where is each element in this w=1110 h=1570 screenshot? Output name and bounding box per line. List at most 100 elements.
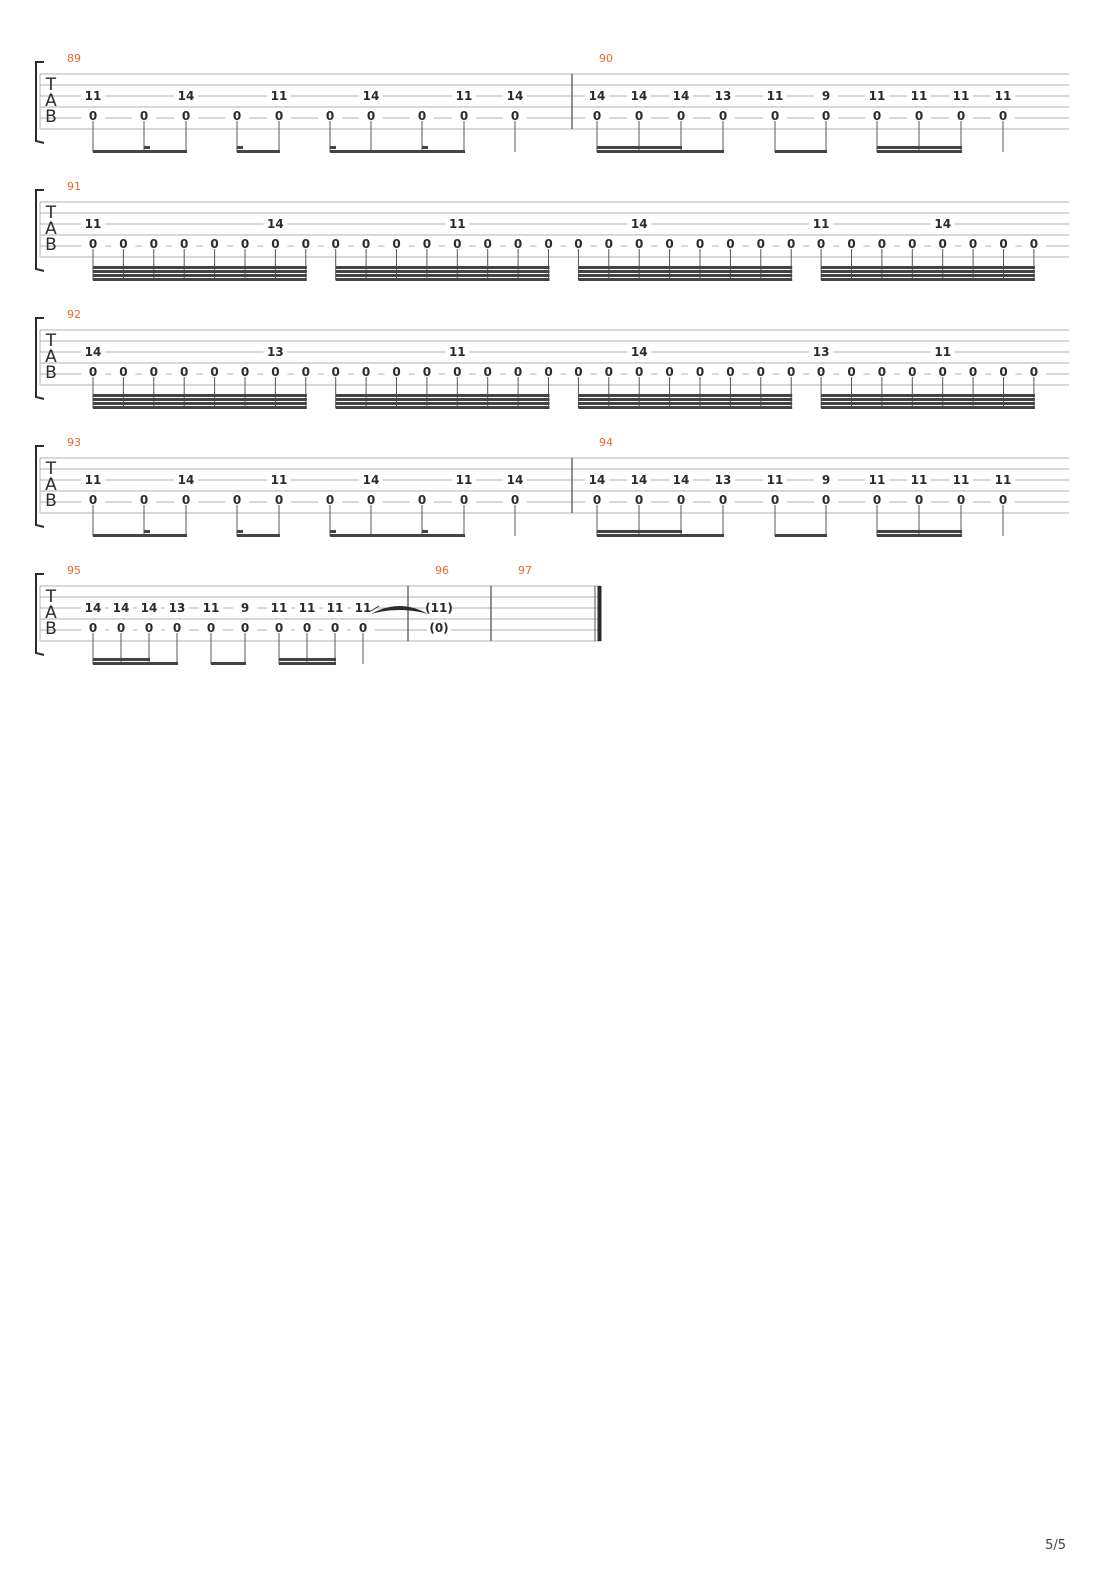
beam-secondary bbox=[245, 270, 277, 273]
fret-mask bbox=[503, 493, 527, 507]
beam-secondary bbox=[912, 394, 944, 397]
beam-secondary bbox=[608, 394, 641, 397]
measure-number: 97 bbox=[518, 564, 532, 577]
fret-number-string3: 0 bbox=[635, 493, 643, 507]
tab-clef-letter: T bbox=[45, 331, 57, 351]
fret-number-string3: (0) bbox=[429, 621, 448, 635]
fret-mask bbox=[81, 472, 105, 486]
fret-mask bbox=[295, 600, 319, 614]
beam-primary bbox=[639, 150, 682, 153]
beam-secondary bbox=[881, 266, 914, 269]
beam-secondary bbox=[184, 274, 216, 277]
fret-mask bbox=[414, 365, 439, 379]
fret-number-string3: 0 bbox=[89, 237, 97, 251]
beam-primary bbox=[121, 662, 150, 665]
beam-stub bbox=[422, 530, 428, 533]
beam-secondary bbox=[760, 398, 793, 401]
fret-number-string3: 0 bbox=[241, 621, 249, 635]
beam-secondary bbox=[457, 274, 489, 277]
beam-secondary bbox=[578, 394, 610, 397]
beam-primary bbox=[775, 534, 827, 537]
fret-number-string3: 0 bbox=[302, 365, 310, 379]
fret-number-string2: 14 bbox=[589, 473, 606, 487]
fret-mask bbox=[267, 109, 291, 123]
fret-number-string3: 0 bbox=[418, 109, 426, 123]
fret-number-string3: 0 bbox=[696, 365, 704, 379]
fret-mask bbox=[475, 237, 500, 251]
beam-secondary bbox=[396, 274, 428, 277]
fret-number-string3: 0 bbox=[817, 237, 825, 251]
beam-secondary bbox=[184, 402, 216, 405]
beam-secondary bbox=[881, 398, 914, 401]
beam-primary bbox=[912, 406, 944, 409]
tab-clef-letter: B bbox=[45, 491, 57, 511]
fret-mask bbox=[323, 237, 348, 251]
fret-number-string3: 0 bbox=[726, 365, 734, 379]
fret-mask bbox=[165, 600, 189, 614]
beam-secondary bbox=[396, 402, 428, 405]
fret-number-string2: 14 bbox=[507, 89, 524, 103]
system-bracket bbox=[35, 61, 45, 144]
fret-mask bbox=[503, 472, 527, 486]
fret-number-string3: 0 bbox=[908, 365, 916, 379]
fret-mask bbox=[384, 237, 409, 251]
fret-number-string3: 0 bbox=[847, 237, 855, 251]
measure-number: 96 bbox=[435, 564, 449, 577]
fret-mask bbox=[718, 365, 743, 379]
fret-mask bbox=[763, 109, 787, 123]
page-number: 5/5 bbox=[1045, 1538, 1066, 1553]
fret-mask bbox=[865, 88, 889, 102]
fret-number-string2: 11 bbox=[934, 345, 951, 359]
fret-mask bbox=[174, 472, 198, 486]
fret-number-string3: 0 bbox=[460, 493, 468, 507]
beam-primary bbox=[700, 278, 732, 281]
fret-number-string2: 14 bbox=[631, 345, 648, 359]
beam-stub bbox=[237, 530, 243, 533]
measure-number: 89 bbox=[67, 52, 81, 65]
fret-number-string2: 11 bbox=[911, 473, 928, 487]
tab-clef-letter: T bbox=[45, 75, 57, 95]
beam-secondary bbox=[821, 394, 853, 397]
beam-secondary bbox=[877, 530, 920, 533]
beam-primary bbox=[93, 150, 145, 153]
beam-secondary bbox=[457, 402, 489, 405]
fret-number-string3: 0 bbox=[210, 237, 218, 251]
beam-secondary bbox=[396, 398, 428, 401]
fret-mask bbox=[669, 88, 693, 102]
beam-secondary bbox=[366, 398, 398, 401]
tab-system: TAB951401401401301109011011011011096(11)… bbox=[35, 564, 602, 665]
fret-number-string2: 11 bbox=[456, 473, 473, 487]
fret-number-string3: 0 bbox=[180, 365, 188, 379]
fret-number-string3: 0 bbox=[605, 237, 613, 251]
beam-primary bbox=[760, 406, 793, 409]
beam-secondary bbox=[487, 394, 520, 397]
fret-mask bbox=[991, 109, 1015, 123]
fret-mask bbox=[452, 472, 476, 486]
fret-number-string2: 14 bbox=[631, 217, 648, 231]
beam-primary bbox=[578, 278, 610, 281]
fret-number-string3: 0 bbox=[873, 109, 881, 123]
beam-secondary bbox=[1003, 270, 1035, 273]
beam-secondary bbox=[93, 266, 125, 269]
beam-secondary bbox=[366, 266, 398, 269]
fret-number-string3: 0 bbox=[367, 109, 375, 123]
fret-mask bbox=[869, 237, 894, 251]
beam-secondary bbox=[518, 270, 550, 273]
fret-number-string3: 0 bbox=[817, 365, 825, 379]
fret-number-string3: 0 bbox=[117, 621, 125, 635]
fret-mask bbox=[81, 365, 105, 379]
beam-secondary bbox=[366, 274, 398, 277]
beam-primary bbox=[681, 534, 724, 537]
beam-secondary bbox=[877, 146, 920, 149]
beam-secondary bbox=[760, 270, 793, 273]
fret-mask bbox=[627, 109, 651, 123]
fret-mask bbox=[748, 365, 773, 379]
fret-number-string3: 0 bbox=[484, 365, 492, 379]
beam-secondary bbox=[245, 266, 277, 269]
fret-number-string2: 11 bbox=[85, 473, 102, 487]
fret-number-string3: 0 bbox=[677, 493, 685, 507]
tab-clef-letter: A bbox=[45, 347, 57, 367]
fret-number-string3: 0 bbox=[89, 365, 97, 379]
beam-primary bbox=[639, 406, 671, 409]
